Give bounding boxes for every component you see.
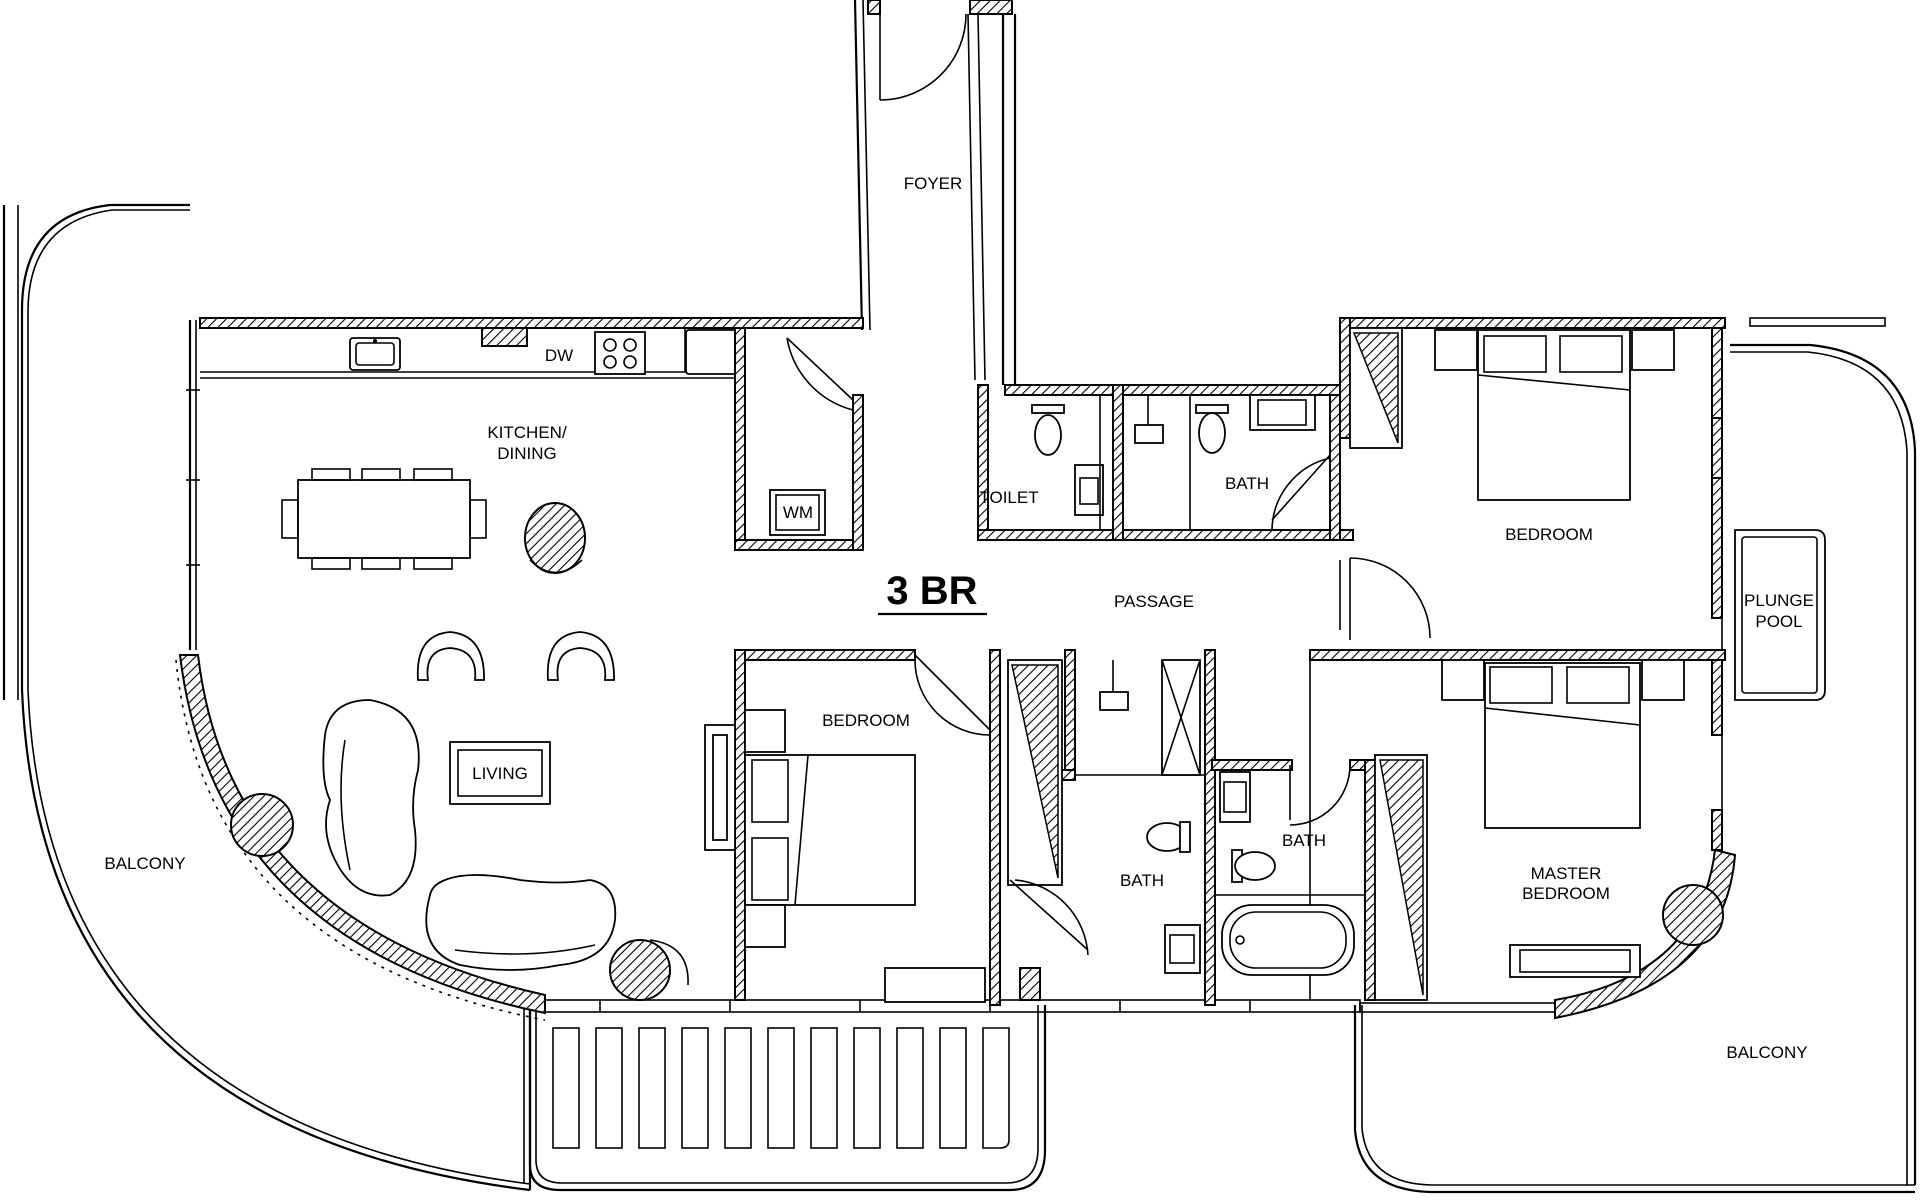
deck-slats xyxy=(552,1027,1010,1149)
armchair-left xyxy=(416,631,485,681)
bath-right-fixtures xyxy=(1215,771,1365,976)
bedroom-lower-door[interactable] xyxy=(914,654,991,736)
label-balcony-left: BALCONY xyxy=(104,854,185,873)
label-balcony-right: BALCONY xyxy=(1726,1043,1807,1062)
wardrobe-upper xyxy=(1349,327,1403,449)
sofa-bottom xyxy=(425,874,617,971)
wardrobe-master xyxy=(1374,754,1428,1001)
bath-center-fixtures xyxy=(1075,659,1205,974)
laundry-walls xyxy=(734,327,864,551)
bed-lower xyxy=(744,709,916,948)
sink-icon xyxy=(349,337,401,371)
master-bench xyxy=(1509,944,1641,978)
bedroom-upper-window xyxy=(1711,417,1723,479)
dining-table xyxy=(281,468,487,570)
planter-kitchen xyxy=(524,502,586,574)
bed-upper xyxy=(1434,329,1675,501)
label-kitchen-line1: KITCHEN/ xyxy=(487,423,567,442)
coffee-table xyxy=(449,741,551,805)
balcony-center-deck xyxy=(528,1005,1047,1192)
toilet-room-walls xyxy=(977,384,1354,541)
label-bath-center: BATH xyxy=(1120,871,1164,890)
washing-machine xyxy=(769,489,826,536)
label-plunge-line2: POOL xyxy=(1755,612,1802,631)
fridge-icon xyxy=(685,329,737,375)
cooktop-icon xyxy=(594,331,646,375)
label-bedroom-lower: BEDROOM xyxy=(822,711,910,730)
bed-master xyxy=(1441,659,1685,829)
label-master-line2: BEDROOM xyxy=(1522,884,1610,903)
range-hood-icon xyxy=(481,327,528,347)
label-master-line1: MASTER xyxy=(1531,864,1602,883)
label-living: LIVING xyxy=(472,764,528,783)
entry-door[interactable] xyxy=(879,13,967,101)
label-bath-right: BATH xyxy=(1282,831,1326,850)
laundry-door[interactable] xyxy=(786,337,854,411)
tv-unit xyxy=(704,724,736,851)
label-kitchen-line2: DINING xyxy=(497,444,557,463)
plunge-pool xyxy=(1734,529,1826,701)
bath-right-door[interactable] xyxy=(1289,764,1351,826)
balcony-right-outline xyxy=(1353,317,1917,1194)
desk-lower xyxy=(884,967,1041,1003)
label-passage: PASSAGE xyxy=(1114,592,1194,611)
armchair-right xyxy=(546,631,615,681)
planter-living-bottom xyxy=(609,939,689,1001)
planter-living-left xyxy=(230,793,294,857)
planter-master xyxy=(1662,884,1724,946)
bottom-facade xyxy=(544,999,1561,1013)
sofa-left xyxy=(322,699,420,897)
upper-bath-door[interactable] xyxy=(1271,454,1331,531)
label-bedroom-upper-right: BEDROOM xyxy=(1505,525,1593,544)
bedroom-upper-door[interactable] xyxy=(1349,557,1431,640)
foyer-walls xyxy=(853,0,1017,385)
toilet-fixtures xyxy=(1031,395,1104,530)
label-plunge-line1: PLUNGE xyxy=(1744,591,1814,610)
kitchen-counter xyxy=(200,328,738,379)
bath-center-door[interactable] xyxy=(1009,879,1089,956)
label-dishwasher: DW xyxy=(545,346,573,365)
label-washing-machine: WM xyxy=(783,503,813,522)
plan-title: 3 BR xyxy=(886,569,977,613)
wardrobe-center xyxy=(1007,659,1063,886)
balcony-left-outline xyxy=(2,203,532,1192)
upper-bath-fixtures xyxy=(1134,394,1316,454)
label-foyer: FOYER xyxy=(904,174,963,193)
label-bath-upper: BATH xyxy=(1225,474,1269,493)
label-toilet: TOILET xyxy=(979,488,1038,507)
